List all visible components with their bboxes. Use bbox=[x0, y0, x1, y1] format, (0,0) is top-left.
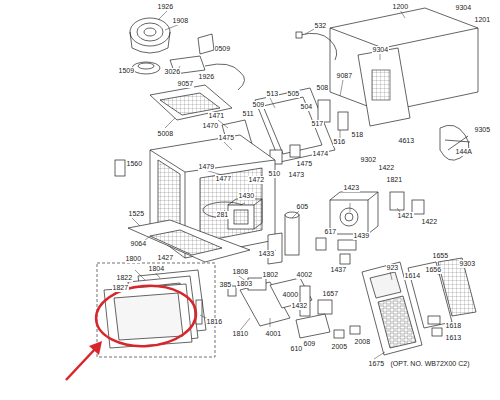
highlight-ellipse bbox=[94, 283, 198, 350]
callout-number: 1472 bbox=[248, 176, 265, 184]
callout-number: 1614 bbox=[404, 272, 421, 280]
callout-number: 4000 bbox=[282, 291, 299, 299]
callout-number: 9057 bbox=[177, 80, 194, 88]
callout-number: 1421 bbox=[397, 212, 414, 220]
callout-number: 1430 bbox=[238, 192, 255, 200]
callout-number: 510 bbox=[268, 170, 281, 178]
callout-number: 385 bbox=[219, 281, 232, 289]
callout-number: 2008 bbox=[354, 338, 371, 346]
callout-number: 1810 bbox=[232, 330, 249, 338]
callout-number: 144A bbox=[455, 148, 472, 156]
callout-number: 4001 bbox=[265, 330, 282, 338]
callout-number: 1473 bbox=[288, 171, 305, 179]
callout-number: 508 bbox=[316, 84, 329, 92]
callout-number: 617 bbox=[324, 228, 337, 236]
callout-number: 1427 bbox=[157, 254, 174, 262]
callout-number: 2005 bbox=[331, 343, 348, 351]
callout-number: 923 bbox=[386, 264, 399, 272]
callout-number: 509 bbox=[252, 101, 265, 109]
callout-number: 1560 bbox=[126, 160, 143, 168]
callout-number: 1471 bbox=[208, 112, 225, 120]
callout-number: 9304 bbox=[372, 46, 389, 54]
callout-number: 1803 bbox=[236, 280, 253, 288]
callout-number: 1477 bbox=[215, 175, 232, 183]
callout-number: 609 bbox=[303, 340, 316, 348]
callout-number: 1821 bbox=[386, 176, 403, 184]
callout-number: 605 bbox=[296, 203, 309, 211]
callout-number: 0509 bbox=[214, 45, 231, 53]
callout-number: 1800 bbox=[125, 255, 142, 263]
callout-number: 9087 bbox=[336, 72, 353, 80]
callout-number: 1470 bbox=[202, 122, 219, 130]
callout-number: 9064 bbox=[130, 240, 147, 248]
callout-number: 505 bbox=[287, 90, 300, 98]
callout-number: 1926 bbox=[198, 73, 215, 81]
callout-number: 1802 bbox=[262, 271, 279, 279]
callout-number: 513 bbox=[266, 90, 279, 98]
callout-number: 5008 bbox=[157, 130, 174, 138]
callout-number: 9302 bbox=[360, 156, 377, 164]
callout-number: 1201 bbox=[474, 16, 491, 24]
callout-number: 1657 bbox=[322, 290, 339, 298]
callout-number: 516 bbox=[333, 138, 346, 146]
callout-number: 1475 bbox=[296, 160, 313, 168]
callout-number: 1908 bbox=[172, 17, 189, 25]
callout-number: 1613 bbox=[445, 334, 462, 342]
callout-number: 1655 bbox=[432, 252, 449, 260]
callout-number: 1926 bbox=[157, 3, 174, 11]
callout-number: 1433 bbox=[258, 250, 275, 258]
callout-number: 1808 bbox=[232, 268, 249, 276]
callout-number: 1479 bbox=[198, 163, 215, 171]
callout-number: 1804 bbox=[148, 265, 165, 273]
callout-number: (OPT. NO. WB72X00 C2) bbox=[390, 360, 470, 368]
callout-number: 1432 bbox=[291, 302, 308, 310]
callout-number: 610 bbox=[290, 345, 303, 353]
callout-number: 511 bbox=[242, 110, 254, 118]
callout-number: 1437 bbox=[330, 266, 347, 274]
callout-number: 1439 bbox=[353, 232, 370, 240]
callout-number: 9305 bbox=[474, 126, 491, 134]
callout-number: 1475 bbox=[218, 134, 235, 142]
callout-number: 1474 bbox=[312, 150, 329, 158]
callout-number: 9304 bbox=[455, 4, 472, 12]
callout-number: 1525 bbox=[128, 210, 145, 218]
callout-number: 1422 bbox=[421, 218, 438, 226]
callout-number: 517 bbox=[311, 120, 324, 128]
callout-number: 4002 bbox=[296, 271, 313, 279]
callout-number: 1816 bbox=[206, 318, 223, 326]
callout-number: 1509 bbox=[118, 67, 135, 75]
callout-number: 281 bbox=[216, 211, 229, 219]
callout-number: 518 bbox=[351, 131, 364, 139]
callout-number: 1656 bbox=[425, 266, 442, 274]
callout-number: 4613 bbox=[398, 137, 415, 145]
callout-number: 504 bbox=[300, 103, 313, 111]
callout-number: 1675 bbox=[368, 360, 385, 368]
callout-number: 3026 bbox=[164, 68, 181, 76]
callout-number: 9303 bbox=[459, 260, 476, 268]
callout-number: 1423 bbox=[343, 184, 360, 192]
highlight-arrow bbox=[66, 341, 102, 380]
callout-number: 1618 bbox=[445, 322, 462, 330]
callout-number: 1822 bbox=[116, 274, 133, 282]
callout-number: 1200 bbox=[392, 3, 409, 11]
callout-number: 1422 bbox=[378, 164, 395, 172]
callout-number: 532 bbox=[314, 22, 327, 30]
callout-number: 1827 bbox=[112, 284, 129, 292]
